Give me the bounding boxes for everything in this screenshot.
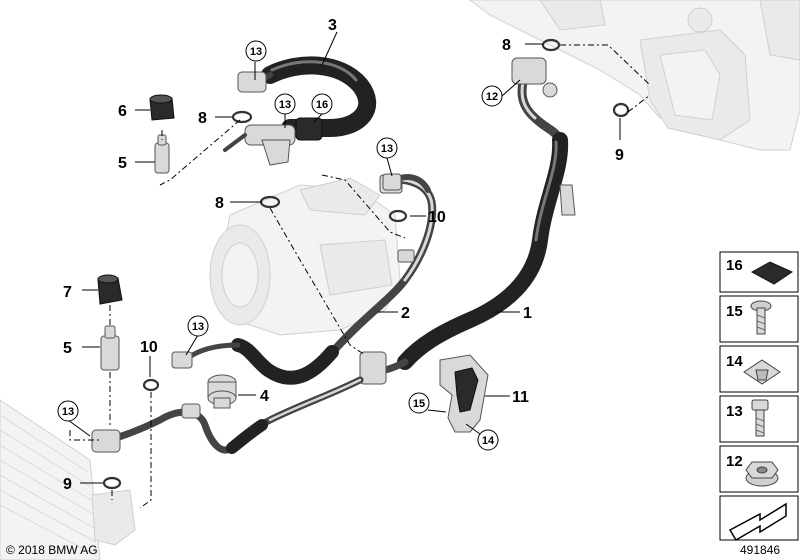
svg-text:12: 12 xyxy=(486,91,498,103)
legend-item-14[interactable]: 14 xyxy=(719,345,799,393)
callout-8-top-right: 8 xyxy=(502,37,511,54)
callout-5-lower: 5 xyxy=(63,340,72,357)
svg-text:13: 13 xyxy=(381,143,393,155)
condenser-ghost xyxy=(0,399,136,560)
svg-text:15: 15 xyxy=(726,303,743,320)
callout-10-right: 10 xyxy=(428,209,446,226)
svg-text:16: 16 xyxy=(726,257,743,274)
assembly-lines xyxy=(69,44,651,509)
svg-text:14: 14 xyxy=(726,353,743,370)
circled-13-top: 13 xyxy=(245,40,267,62)
callout-7: 7 xyxy=(63,284,72,301)
svg-text:16: 16 xyxy=(316,99,328,111)
diagram-id: 491846 xyxy=(740,543,780,557)
callout-4: 4 xyxy=(260,388,269,405)
legend-item-16[interactable]: 16 xyxy=(719,251,799,293)
circled-12: 12 xyxy=(481,85,503,107)
seal-ring-9-left[interactable] xyxy=(102,476,122,490)
callout-3: 3 xyxy=(328,17,337,34)
callout-numbers: 3 8 8 8 6 5 7 5 9 9 10 10 1 2 4 11 xyxy=(63,17,624,493)
svg-text:15: 15 xyxy=(413,398,425,410)
circled-13-left: 13 xyxy=(57,400,79,422)
circled-references: 13 13 16 13 12 13 13 15 xyxy=(57,40,503,451)
callout-10-left: 10 xyxy=(140,339,158,356)
valve-5-lower[interactable] xyxy=(100,325,120,371)
evaporator-housing-ghost xyxy=(469,0,800,151)
pipe-segment-13[interactable] xyxy=(382,173,431,193)
svg-text:13: 13 xyxy=(279,99,291,111)
circled-13-lower: 13 xyxy=(187,315,209,337)
svg-text:13: 13 xyxy=(192,321,204,333)
svg-text:12: 12 xyxy=(726,453,743,470)
pad-icon xyxy=(750,261,794,285)
hose-3-sleeve xyxy=(295,117,323,141)
legend-item-12[interactable]: 12 xyxy=(719,445,799,493)
cap-7[interactable] xyxy=(97,274,123,305)
callout-1: 1 xyxy=(523,305,532,322)
callout-9-left: 9 xyxy=(63,476,72,493)
pressure-sensor-4[interactable] xyxy=(207,374,237,409)
callout-6: 6 xyxy=(118,103,127,120)
arrow-icon xyxy=(728,502,787,542)
callout-9-right: 9 xyxy=(615,147,624,164)
copyright-text: © 2018 BMW AG xyxy=(6,543,98,557)
circled-16: 16 xyxy=(311,93,333,115)
svg-text:13: 13 xyxy=(726,403,743,420)
cap-6[interactable] xyxy=(149,94,175,121)
lower-pipe[interactable] xyxy=(91,376,364,454)
leader-lines xyxy=(67,31,621,484)
seal-ring-9-right[interactable] xyxy=(612,102,630,118)
svg-text:14: 14 xyxy=(482,435,495,447)
compressor-ghost xyxy=(209,177,401,336)
seal-ring-10-left[interactable] xyxy=(142,378,160,392)
circled-13-center: 13 xyxy=(274,93,296,115)
circled-14: 14 xyxy=(477,429,499,451)
circled-13-right: 13 xyxy=(376,137,398,159)
svg-text:13: 13 xyxy=(62,406,74,418)
callout-8-top: 8 xyxy=(198,110,207,127)
legend-item-15[interactable]: 15 xyxy=(719,295,799,343)
valve-5-upper[interactable] xyxy=(154,134,170,174)
callout-8-mid: 8 xyxy=(215,195,224,212)
callout-2: 2 xyxy=(401,305,410,322)
circled-15: 15 xyxy=(408,392,430,414)
bolt-icon xyxy=(751,399,769,437)
seal-ring-8-top-right[interactable] xyxy=(541,38,561,52)
clip-nut-icon xyxy=(743,359,781,385)
seal-ring-10-right[interactable] xyxy=(388,209,408,223)
legend-panel: 16 15 14 13 xyxy=(719,251,799,542)
hose-1[interactable] xyxy=(359,57,576,385)
callout-5-upper: 5 xyxy=(118,155,127,172)
bracket-11[interactable] xyxy=(439,354,489,433)
flange-nut-icon xyxy=(745,461,779,487)
legend-item-13[interactable]: 13 xyxy=(719,395,799,443)
hose-3[interactable] xyxy=(223,56,377,166)
callout-11: 11 xyxy=(512,389,529,406)
svg-text:13: 13 xyxy=(250,46,262,58)
screw-icon xyxy=(750,300,772,335)
seal-ring-8-top[interactable] xyxy=(231,110,253,124)
legend-item-arrow[interactable] xyxy=(719,495,799,542)
